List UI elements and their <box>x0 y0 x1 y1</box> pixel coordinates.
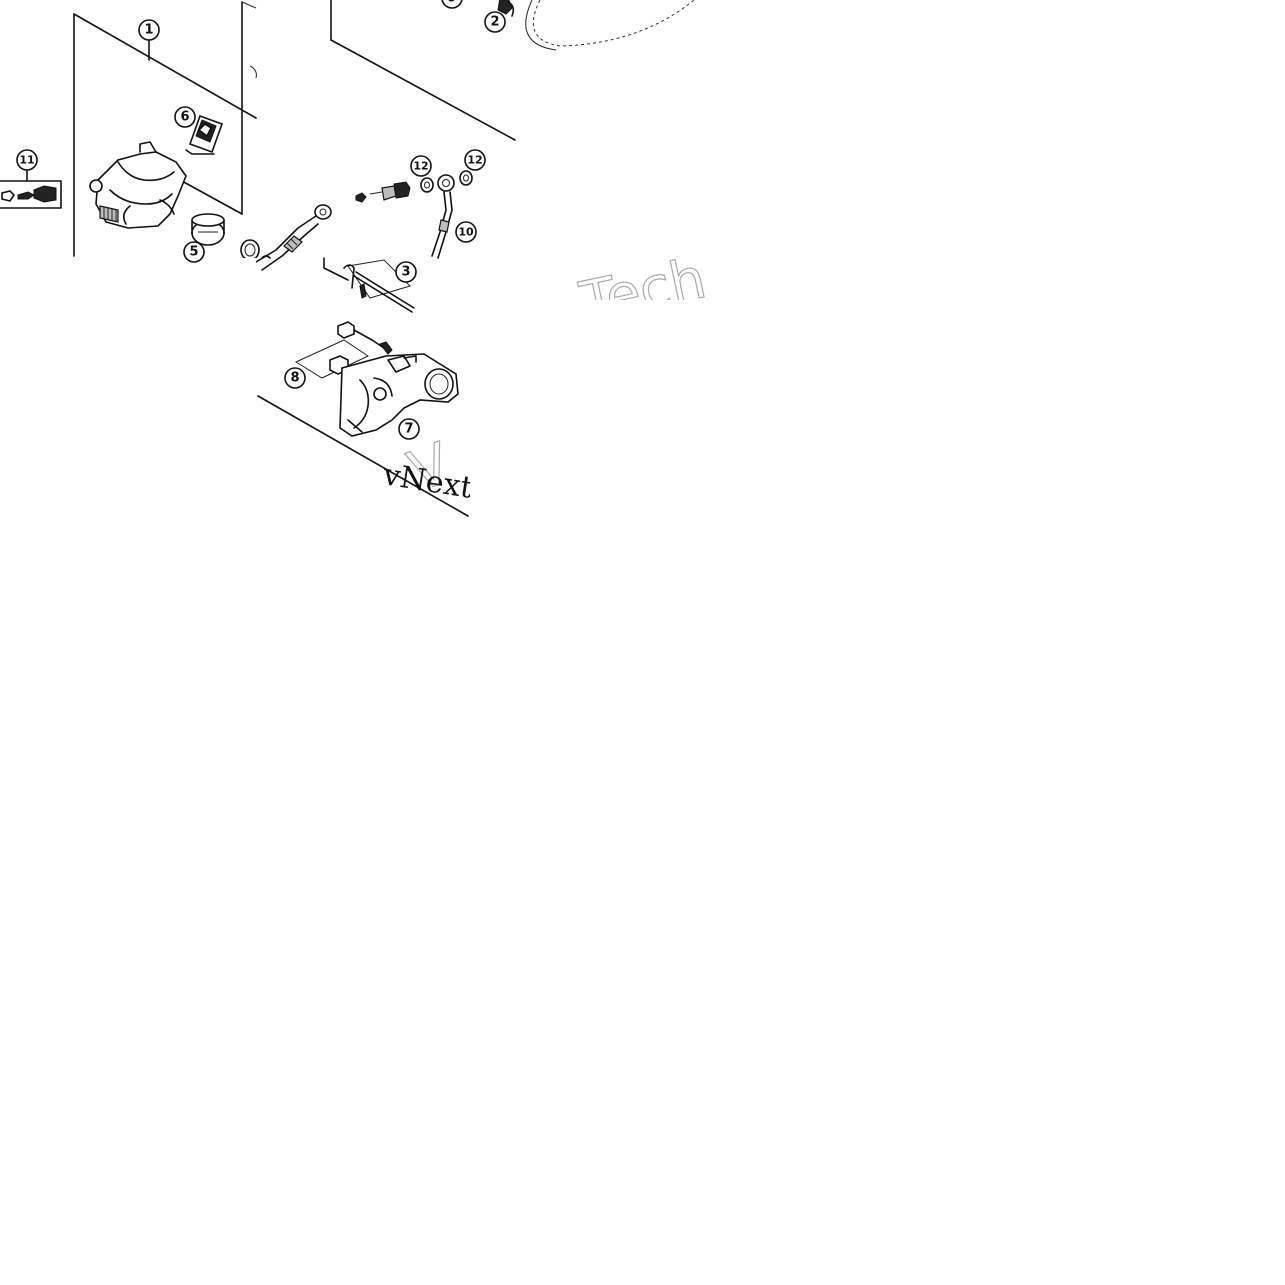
svg-text:1: 1 <box>144 23 153 38</box>
brake-hose-upper <box>255 204 332 271</box>
svg-text:10: 10 <box>458 226 474 239</box>
mask-mid-right <box>470 300 725 518</box>
callout-12b: 12 <box>464 149 486 171</box>
callout-10: 10 <box>455 221 477 243</box>
svg-text:12: 12 <box>467 154 482 167</box>
callout-12a: 12 <box>410 155 432 177</box>
svg-text:8: 8 <box>290 371 299 386</box>
union-bolt <box>355 181 411 203</box>
svg-text:9: 9 <box>447 0 456 6</box>
callout-3: 3 <box>395 261 417 283</box>
callout-2: 2 <box>484 11 506 33</box>
svg-text:12: 12 <box>413 160 428 173</box>
svg-text:3: 3 <box>401 265 410 280</box>
callout-7: 7 <box>398 418 420 440</box>
callout-1: 1 <box>138 19 160 41</box>
brake-disc-edge <box>525 0 695 51</box>
callout-11: 11 <box>16 149 38 171</box>
watermark-brand-text: vNext <box>380 457 475 506</box>
svg-text:7: 7 <box>404 422 413 437</box>
bleeder-screw-kit <box>0 169 62 209</box>
bottom-panel-edge <box>257 395 469 517</box>
callout-9: 9 <box>441 0 463 9</box>
callout-5: 5 <box>183 241 205 263</box>
svg-text:5: 5 <box>189 245 198 260</box>
svg-text:2: 2 <box>490 15 499 30</box>
svg-text:6: 6 <box>180 110 189 125</box>
pad-pin-clip <box>323 257 415 313</box>
callout-6: 6 <box>174 106 196 128</box>
brake-hose-lower <box>431 174 455 259</box>
hose-assembly-panel <box>330 0 516 141</box>
svg-text:11: 11 <box>19 154 34 167</box>
caliper-bracket <box>294 321 459 437</box>
callout-8: 8 <box>284 367 306 389</box>
caliper-piston <box>191 213 225 246</box>
mask-left-bottom <box>0 258 256 518</box>
brake-pad <box>185 114 224 155</box>
copper-washers <box>420 170 473 193</box>
mask-bottom <box>0 518 1285 1285</box>
brake-caliper-body <box>89 141 187 229</box>
caliper-assembly-panel <box>73 1 257 257</box>
